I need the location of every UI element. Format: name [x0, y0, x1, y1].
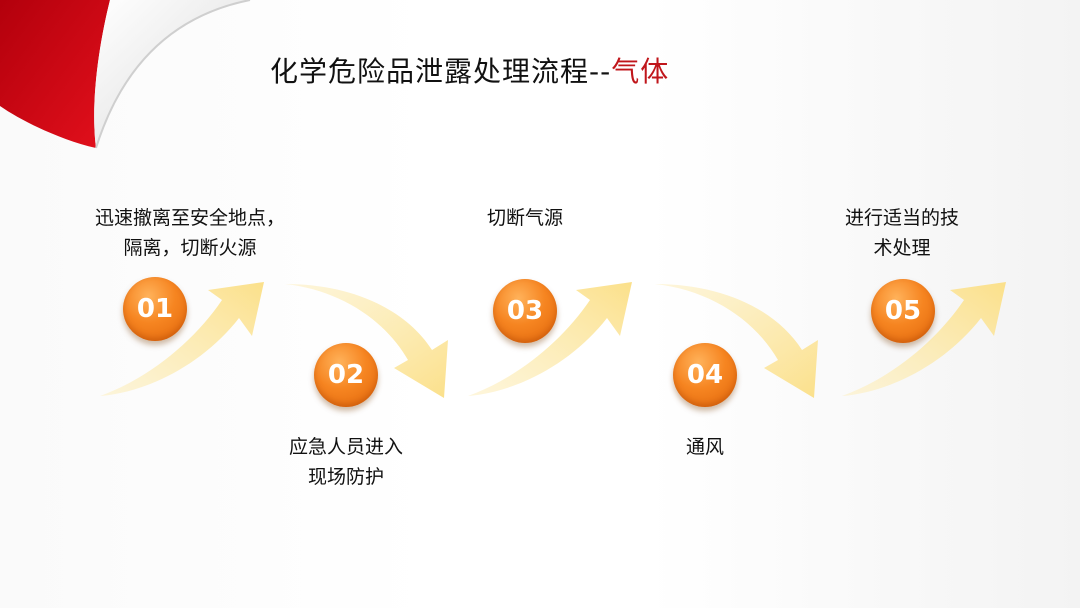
step-4-line-1: 通风 — [655, 432, 755, 462]
step-4-badge: 04 — [673, 343, 737, 407]
step-1-line-1: 迅速撤离至安全地点， — [80, 203, 300, 233]
step-1-badge: 01 — [123, 277, 187, 341]
step-2-label: 应急人员进入 现场防护 — [246, 432, 446, 492]
step-5-label: 进行适当的技 术处理 — [812, 203, 992, 263]
step-2-line-1: 应急人员进入 — [246, 432, 446, 462]
step-3-badge: 03 — [493, 279, 557, 343]
step-5-line-1: 进行适当的技 — [812, 203, 992, 233]
step-1-line-2: 隔离，切断火源 — [80, 233, 300, 263]
step-4-label: 通风 — [655, 432, 755, 462]
step-3-label: 切断气源 — [445, 203, 605, 233]
step-5-badge: 05 — [871, 279, 935, 343]
step-5-line-2: 术处理 — [812, 233, 992, 263]
step-1-label: 迅速撤离至安全地点， 隔离，切断火源 — [80, 203, 300, 263]
step-2-line-2: 现场防护 — [246, 462, 446, 492]
step-3-line-1: 切断气源 — [445, 203, 605, 233]
step-2-badge: 02 — [314, 343, 378, 407]
